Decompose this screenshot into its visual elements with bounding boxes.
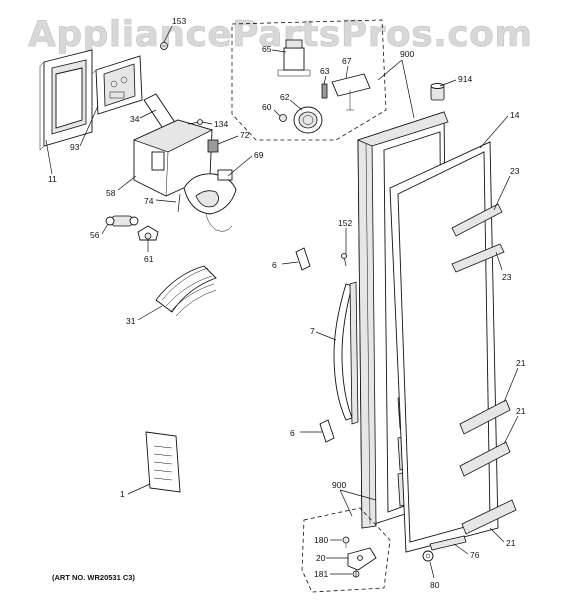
- part-80-washer: [422, 550, 434, 562]
- callout-900-top: 900: [400, 49, 414, 59]
- callout-21-top: 21: [516, 358, 526, 368]
- callout-67: 67: [342, 56, 352, 66]
- part-93-control-board: [91, 55, 143, 115]
- callout-134: 134: [214, 119, 228, 129]
- callout-61: 61: [144, 254, 154, 264]
- callout-1: 1: [120, 489, 125, 499]
- callout-31: 31: [126, 316, 136, 326]
- callout-93: 93: [70, 142, 80, 152]
- part-58-ice-bucket-housing: [132, 119, 214, 197]
- part-56-valve: [105, 215, 139, 227]
- callout-62: 62: [280, 92, 290, 102]
- leader-lines: [45, 25, 519, 579]
- part-180-screw: [342, 536, 350, 548]
- callout-14: 14: [510, 110, 520, 120]
- callout-21-bottom: 21: [506, 538, 516, 548]
- callout-914: 914: [458, 74, 472, 84]
- part-181-screw: [352, 569, 360, 578]
- part-7-handle: [333, 281, 359, 425]
- callout-65: 65: [262, 44, 272, 54]
- part-63-spring: [321, 83, 328, 99]
- part-62-ring-gasket: [293, 106, 323, 134]
- callout-63: 63: [320, 66, 330, 76]
- callout-34: 34: [130, 114, 140, 124]
- callout-labels: 153 65 900 914 63 67 62 60 34 134 72 93 …: [48, 16, 526, 590]
- part-6-handle-cap-top: [295, 247, 311, 271]
- part-21-shelf-2: [459, 441, 511, 477]
- part-21-shelf-3: [461, 499, 517, 535]
- part-914-cap: [430, 83, 445, 101]
- callout-6-top: 6: [272, 260, 277, 270]
- part-11-dispenser-frame: [39, 49, 93, 151]
- callout-80: 80: [430, 580, 440, 590]
- callout-180: 180: [314, 535, 328, 545]
- callout-23-upper: 23: [510, 166, 520, 176]
- inset-hinge-group: [301, 507, 391, 593]
- callout-152: 152: [338, 218, 352, 228]
- part-72-switch: [207, 139, 219, 153]
- callout-56: 56: [90, 230, 100, 240]
- callout-181: 181: [314, 569, 328, 579]
- part-134-screw: [187, 119, 203, 125]
- part-14-door-gasket: [389, 141, 499, 553]
- callout-7: 7: [310, 326, 315, 336]
- part-76-pin: [429, 535, 467, 551]
- part-6-handle-cap-bottom: [319, 419, 335, 443]
- callout-76: 76: [470, 550, 480, 560]
- callout-11: 11: [48, 174, 57, 184]
- part-153-screw: [160, 42, 168, 50]
- callout-20: 20: [316, 553, 326, 563]
- part-152-screw: [341, 253, 347, 267]
- callout-72: 72: [240, 130, 250, 140]
- part-21-shelf-1: [459, 399, 511, 435]
- part-65-solenoid: [277, 39, 311, 77]
- part-20-hinge: [347, 547, 377, 571]
- part-61-fitting: [137, 225, 159, 241]
- part-60-screw: [279, 114, 287, 122]
- inset-dispenser-motor-group: [231, 19, 387, 141]
- part-23-shelf-upper: [451, 203, 503, 237]
- callout-153: 153: [172, 16, 186, 26]
- callout-23-lower: 23: [502, 272, 512, 282]
- part-1-owners-manual: [145, 431, 181, 493]
- callout-900-bottom: 900: [332, 480, 346, 490]
- callout-69: 69: [254, 150, 264, 160]
- watermark-text: AppliancePartsPros.com: [28, 14, 532, 55]
- part-69-fan-motor: [183, 169, 237, 232]
- callout-58: 58: [106, 188, 116, 198]
- callout-74: 74: [144, 196, 154, 206]
- callout-60: 60: [262, 102, 272, 112]
- part-31-grille: [155, 265, 217, 317]
- part-74-screw: [177, 193, 181, 213]
- callout-21-middle: 21: [516, 406, 526, 416]
- art-number: (ART NO. WR20531 C3): [52, 573, 135, 582]
- part-67-bracket: [331, 73, 371, 111]
- part-23-shelf-lower: [451, 243, 505, 273]
- callout-6-bottom: 6: [290, 428, 295, 438]
